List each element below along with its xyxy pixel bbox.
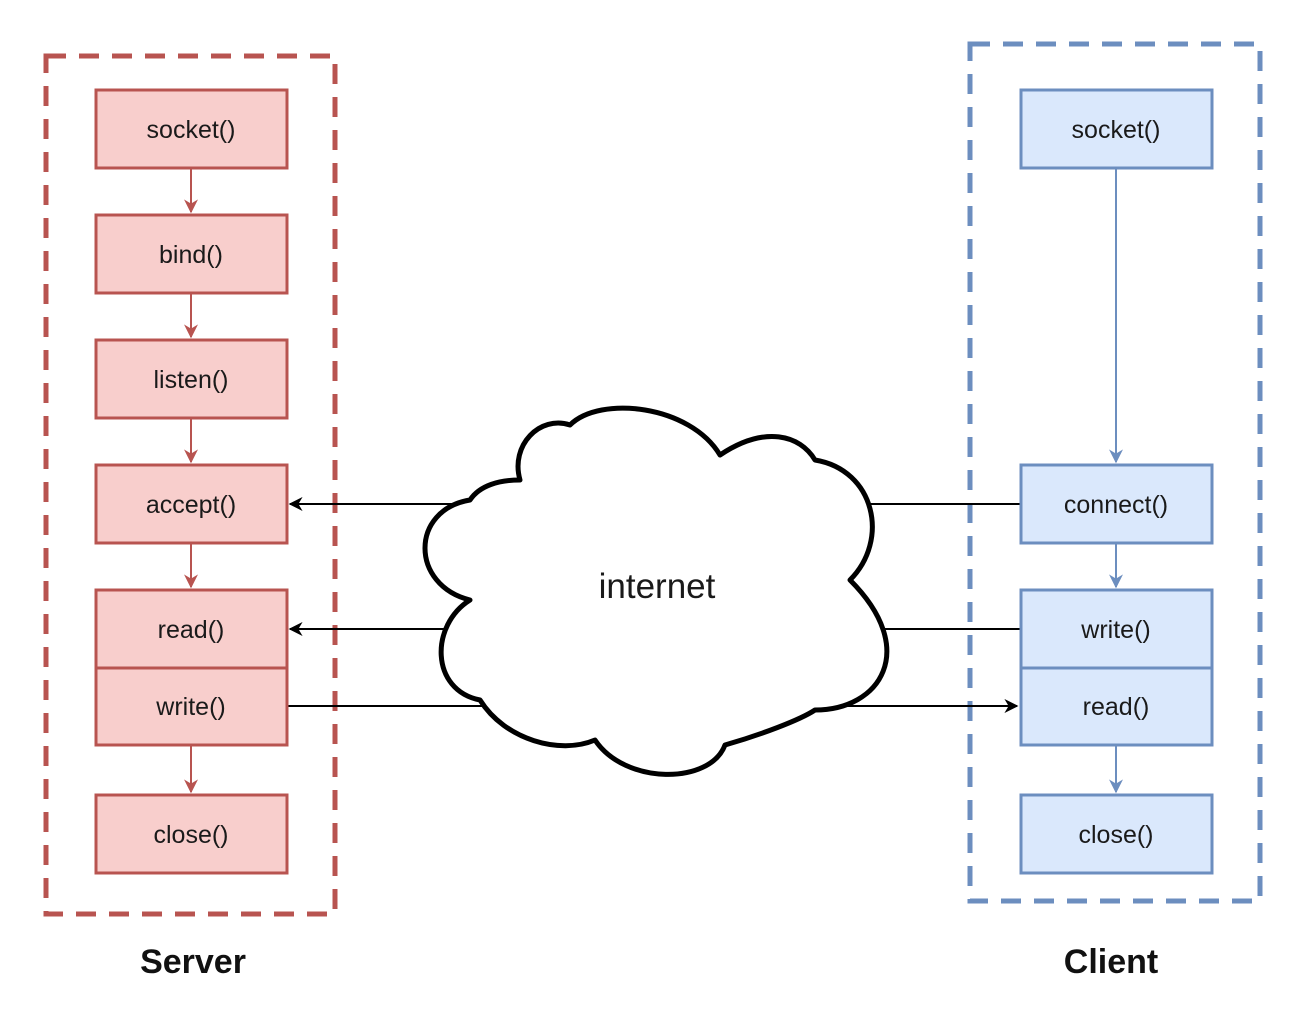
client-step-socket-label: socket(): [1072, 116, 1161, 144]
server-step-bind-label: bind(): [159, 241, 223, 269]
server-step-read: read(): [94, 588, 289, 670]
server-step-listen-label: listen(): [153, 366, 228, 394]
client-step-socket: socket(): [1019, 88, 1214, 170]
server-group-border: [43, 53, 338, 917]
client-step-write: write(): [1019, 588, 1214, 670]
client-group-border: [967, 41, 1263, 904]
server-step-socket: socket(): [94, 88, 289, 170]
client-step-write-label: write(): [1080, 616, 1150, 644]
client-step-read: read(): [1019, 666, 1214, 747]
internet-label: internet: [599, 567, 716, 606]
server-step-read-label: read(): [158, 616, 225, 644]
server-step-accept: accept(): [94, 463, 289, 545]
internet-cloud: internet: [422, 405, 890, 777]
server-caption: Server: [140, 943, 246, 981]
server-step-bind: bind(): [94, 213, 289, 295]
server-step-write: write(): [94, 666, 289, 747]
server-step-socket-label: socket(): [147, 116, 236, 144]
client-caption: Client: [1064, 943, 1158, 981]
server-step-write-label: write(): [155, 693, 225, 721]
client-step-connect-label: connect(): [1064, 491, 1168, 519]
server-step-accept-label: accept(): [146, 491, 236, 519]
client-step-close: close(): [1019, 793, 1214, 875]
client-step-read-label: read(): [1083, 693, 1150, 721]
server-step-close-label: close(): [153, 821, 228, 849]
server-step-listen: listen(): [94, 338, 289, 420]
server-step-close: close(): [94, 793, 289, 875]
client-step-close-label: close(): [1078, 821, 1153, 849]
client-step-connect: connect(): [1019, 463, 1214, 545]
